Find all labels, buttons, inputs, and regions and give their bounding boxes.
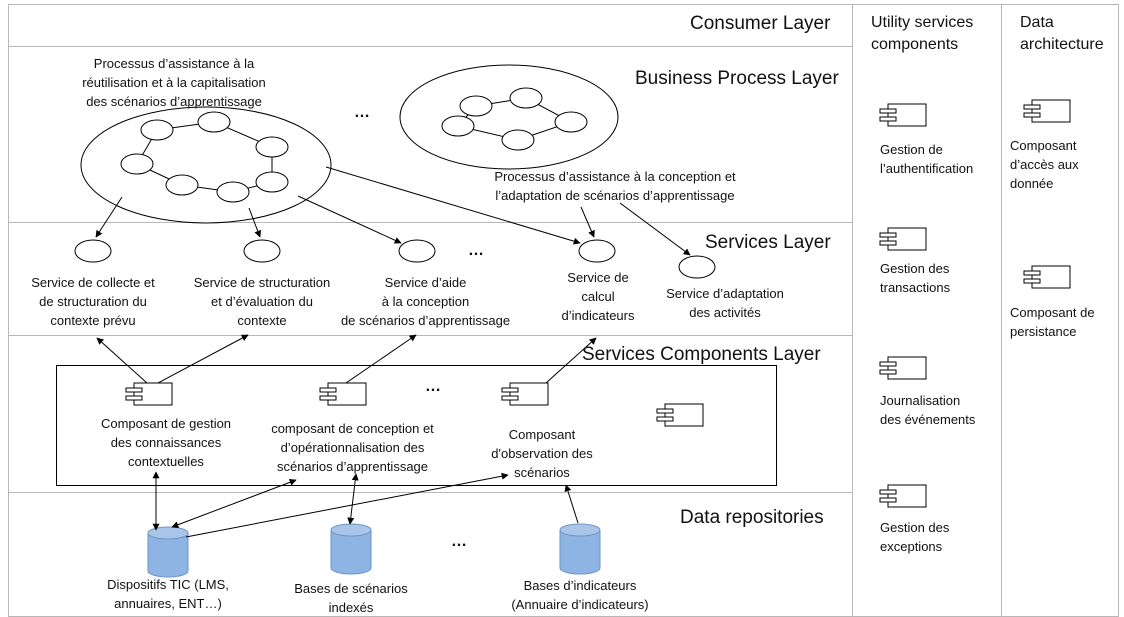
- process-node: [554, 111, 588, 133]
- ellipsis-business: …: [354, 104, 371, 121]
- utility-label-transactions: Gestion des transactions: [880, 261, 951, 295]
- process-node: [197, 111, 231, 133]
- repository-label-1: Dispositifs TIC (LMS, annuaires, ENT…): [107, 577, 229, 611]
- services-layer-title: Services Layer: [705, 232, 831, 253]
- process-label-1: Processus d’assistance à la réutilisatio…: [82, 56, 266, 109]
- database-icon: [559, 523, 601, 575]
- repository-label-2: Bases de scénarios indexés: [294, 581, 408, 615]
- service-node: [578, 239, 616, 263]
- repository-cylinders: [147, 523, 601, 578]
- service-label-4: Service de calcul d’indicateurs: [561, 270, 635, 323]
- service-nodes: [74, 239, 716, 279]
- service-node: [678, 255, 716, 279]
- service-node: [398, 239, 436, 263]
- utility-label-logging: Journalisation des événements: [880, 393, 976, 427]
- component-icon: [879, 484, 927, 508]
- component-icon: [1023, 99, 1071, 123]
- process-label-2: Processus d’assistance à la conception e…: [494, 169, 736, 203]
- service-node: [243, 239, 281, 263]
- components-box: [56, 365, 777, 486]
- data-label-access: Composant d’accès aux donnée: [1010, 138, 1079, 191]
- process-node: [255, 136, 289, 158]
- ellipsis-components: …: [425, 378, 442, 395]
- ellipsis-repositories: …: [451, 533, 468, 550]
- service-node: [74, 239, 112, 263]
- database-icon: [147, 526, 189, 578]
- database-icon: [330, 523, 372, 575]
- component-icon: [879, 103, 927, 127]
- component-to-service-arrows: [96, 334, 597, 384]
- utility-label-authentication: Gestion de l’authentification: [880, 142, 974, 176]
- service-label-1: Service de collecte et de structuration …: [31, 275, 155, 328]
- business-process-layer-title: Business Process Layer: [635, 68, 839, 89]
- component-icon: [1023, 265, 1071, 289]
- component-label-2: composant de conception et d’opérationna…: [271, 421, 434, 474]
- component-icon: [656, 403, 704, 427]
- component-icon: [319, 382, 367, 406]
- component-icon: [125, 382, 173, 406]
- service-label-5: Service d’adaptation des activités: [666, 286, 784, 320]
- process-node: [120, 153, 154, 175]
- repository-label-3: Bases d’indicateurs (Annuaire d’indicate…: [511, 578, 649, 612]
- component-label-3: Composant d'observation des scénarios: [491, 427, 593, 480]
- process-node: [165, 174, 199, 196]
- component-icon: [879, 356, 927, 380]
- service-label-2: Service de structuration et d’évaluation…: [193, 275, 331, 328]
- data-label-persistence: Composant de persistance: [1010, 305, 1095, 339]
- utility-services-header: Utility services components: [871, 14, 974, 53]
- process-node: [140, 119, 174, 141]
- data-component-icons: [1023, 99, 1071, 289]
- consumer-layer-title: Consumer Layer: [690, 13, 831, 34]
- process-node: [255, 171, 289, 193]
- process-to-service-arrows: [95, 166, 691, 256]
- process-node: [459, 95, 493, 117]
- ellipsis-services: …: [468, 242, 485, 259]
- component-icon: [879, 227, 927, 251]
- process-node: [509, 87, 543, 109]
- services-components-layer-title: Services Components Layer: [582, 344, 821, 365]
- utility-label-exceptions: Gestion des exceptions: [880, 520, 950, 554]
- process-node: [441, 115, 475, 137]
- process-node: [501, 129, 535, 151]
- process-cluster-1: [80, 106, 332, 224]
- component-label-1: Composant de gestion des connaissances c…: [100, 416, 232, 469]
- repository-arrows: [152, 471, 579, 538]
- data-architecture-header: Data architecture: [1020, 14, 1104, 53]
- service-label-3: Service d’aide à la conception de scénar…: [340, 275, 511, 328]
- process-node: [216, 181, 250, 203]
- data-repositories-title: Data repositories: [680, 507, 824, 528]
- component-icon: [501, 382, 549, 406]
- process-cluster-2: [399, 64, 619, 170]
